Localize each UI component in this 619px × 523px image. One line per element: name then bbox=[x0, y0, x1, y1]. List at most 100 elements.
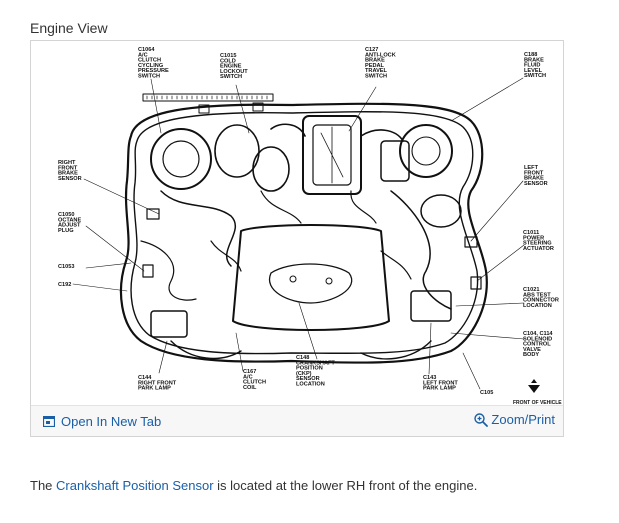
label-line: ADJUST bbox=[58, 223, 81, 229]
label-line: C1021 bbox=[523, 287, 539, 293]
label-line: SWITCH bbox=[524, 73, 546, 79]
label-line: COLD bbox=[220, 58, 236, 64]
label-line: CONTROL bbox=[523, 342, 551, 348]
crankshaft-position-sensor-link[interactable]: Crankshaft Position Sensor bbox=[56, 478, 214, 493]
label-line: C192 bbox=[58, 282, 71, 288]
label-line: C148 bbox=[296, 355, 309, 361]
label-line: PEDAL bbox=[365, 63, 385, 69]
label-line: BRAKE bbox=[524, 176, 544, 182]
label-line: SWITCH bbox=[138, 74, 160, 80]
label-line: ACTUATOR bbox=[523, 246, 554, 252]
label-line: FRONT bbox=[58, 165, 78, 171]
label-c192: C192 bbox=[58, 282, 71, 288]
label-line: C1064 bbox=[138, 47, 155, 53]
label-line: BRAKE bbox=[365, 58, 385, 64]
label-line: LEFT FRONT bbox=[423, 380, 458, 386]
caption-text: The Crankshaft Position Sensor is locate… bbox=[30, 478, 477, 493]
label-line: PARK LAMP bbox=[138, 386, 171, 392]
label-line: LOCKOUT bbox=[220, 69, 248, 75]
label-line: LOCATION bbox=[523, 303, 552, 309]
label-line: LEVEL bbox=[524, 68, 543, 74]
figure-toolbar: Open In New Tab Zoom/Print bbox=[31, 405, 563, 436]
front-arrow-icon bbox=[528, 379, 540, 393]
label-line: POWER bbox=[523, 235, 544, 241]
label-line: SWITCH bbox=[220, 74, 242, 80]
zoom-print-label: Zoom/Print bbox=[491, 412, 555, 427]
section-heading: Engine View bbox=[30, 20, 108, 36]
label-line: CRANKSHAFT bbox=[296, 360, 335, 366]
label-line: SOLENOID bbox=[523, 336, 552, 342]
label-line: SENSOR bbox=[58, 176, 82, 182]
label-line: A/C bbox=[243, 374, 253, 380]
label-line: CLUTCH bbox=[138, 58, 161, 64]
label-front-of-vehicle: FRONT OF VEHICLE bbox=[513, 400, 562, 406]
label-line: STEERING bbox=[523, 241, 552, 247]
label-line: PRESSURE bbox=[138, 68, 169, 74]
label-line: ENGINE bbox=[220, 64, 242, 70]
label-line: C1011 bbox=[523, 230, 539, 236]
label-line: VALVE bbox=[523, 347, 541, 353]
label-line: C104, C114 bbox=[523, 331, 553, 337]
label-line: (CKP) bbox=[296, 371, 312, 377]
label-line: PLUG bbox=[58, 228, 74, 234]
label-line: ANTI-LOCK bbox=[365, 52, 396, 58]
label-line: CONNECTOR bbox=[523, 298, 559, 304]
label-line: TRAVEL bbox=[365, 68, 388, 74]
label-line: C188 bbox=[524, 52, 537, 58]
label-line: FRONT bbox=[524, 170, 544, 176]
label-line: BRAKE bbox=[524, 57, 544, 63]
label-line: C105 bbox=[480, 390, 493, 396]
open-in-new-tab-label: Open In New Tab bbox=[61, 414, 162, 429]
label-line: A/C bbox=[138, 52, 148, 58]
open-in-new-tab-link[interactable]: Open In New Tab bbox=[43, 414, 161, 429]
label-line: CLUTCH bbox=[243, 380, 266, 386]
caption-after: is located at the lower RH front of the … bbox=[213, 478, 478, 493]
zoom-print-link[interactable]: Zoom/Print bbox=[474, 412, 555, 427]
label-line: PARK LAMP bbox=[423, 386, 456, 392]
label-line: LOCATION bbox=[296, 382, 325, 388]
label-line: RIGHT bbox=[58, 160, 76, 166]
label-c1053: C1053 bbox=[58, 264, 74, 270]
label-line: RIGHT FRONT bbox=[138, 380, 177, 386]
label-line: SENSOR bbox=[296, 376, 320, 382]
caption-before: The bbox=[30, 478, 57, 493]
label-line: OCTANE bbox=[58, 217, 81, 223]
label-line: FLUID bbox=[524, 63, 540, 69]
label-line: C144 bbox=[138, 375, 152, 381]
label-line: POSITION bbox=[296, 366, 323, 372]
zoom-in-icon bbox=[474, 412, 489, 427]
label-line: BRAKE bbox=[58, 171, 78, 177]
label-line: SENSOR bbox=[524, 181, 548, 187]
label-line: FRONT OF VEHICLE bbox=[513, 400, 562, 406]
label-line: ABS TEST bbox=[523, 292, 551, 298]
label-line: C1015 bbox=[220, 53, 236, 59]
label-line: C1053 bbox=[58, 264, 74, 270]
label-line: BODY bbox=[523, 352, 539, 358]
label-line: C1050 bbox=[58, 212, 74, 218]
label-line: CYCLING bbox=[138, 63, 163, 69]
label-line: C143 bbox=[423, 375, 436, 381]
label-c105: C105 bbox=[480, 390, 493, 396]
new-tab-icon bbox=[43, 416, 55, 427]
engine-drawing bbox=[72, 77, 525, 390]
label-line: LEFT bbox=[524, 165, 539, 171]
label-line: C127 bbox=[365, 47, 378, 53]
label-line: COIL bbox=[243, 385, 257, 391]
